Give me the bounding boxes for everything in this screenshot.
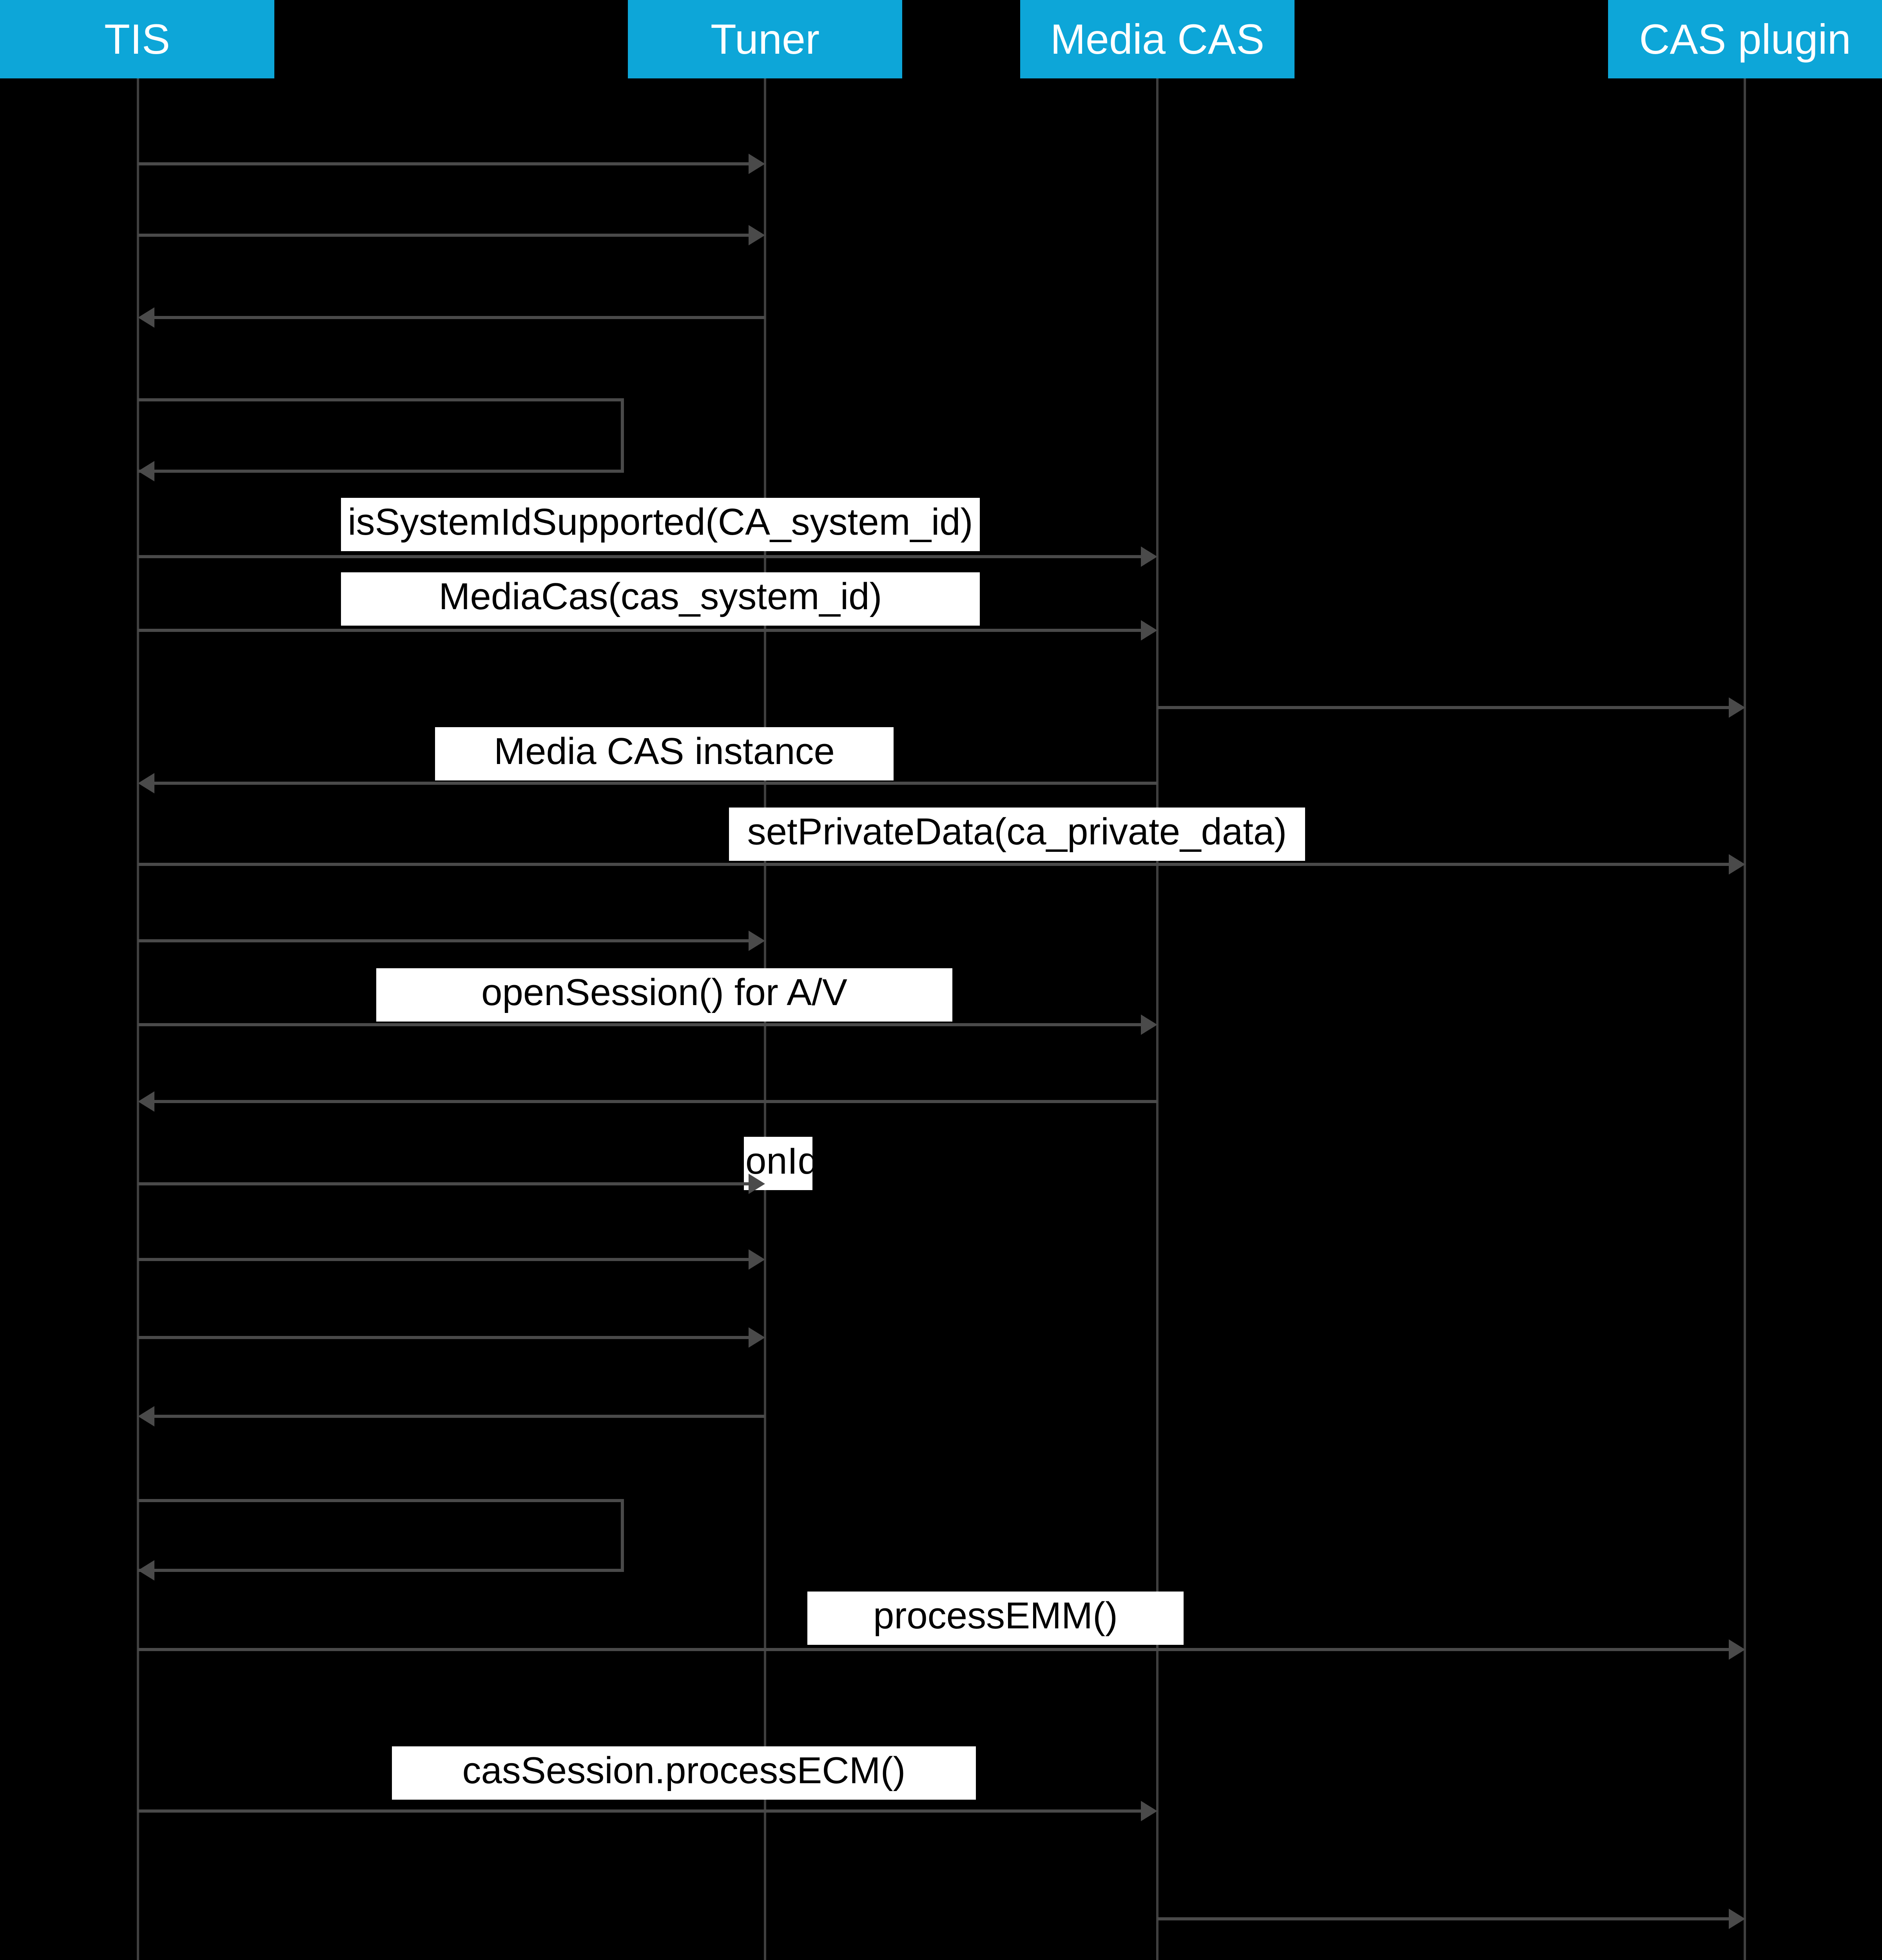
message-label-5: isSystemIdSupported(CA_system_id): [341, 498, 980, 551]
lifeline-media-cas: [1156, 78, 1159, 1960]
message-arrowhead-19: [1141, 1801, 1157, 1821]
message-arrowhead-14: [749, 1249, 765, 1270]
message-arrow-9: [138, 863, 1729, 866]
message-label-18: processEMM(): [807, 1592, 1184, 1645]
message-arrow-11: [138, 1023, 1141, 1026]
participant-header-tuner-label: Tuner: [710, 15, 820, 63]
message-arrow-20: [1157, 1917, 1729, 1920]
message-label-11: openSession() for A/V: [376, 968, 952, 1022]
message-label-8: Media CAS instance: [435, 727, 894, 780]
message-arrow-8: [154, 782, 1157, 785]
message-arrow-7: [1157, 706, 1729, 709]
message-arrow-13: [138, 1182, 749, 1185]
message-arrow-19: [138, 1809, 1141, 1813]
message-label-19: casSession.processECM(): [392, 1746, 976, 1800]
message-arrow-16: [154, 1415, 765, 1418]
message-arrowhead-6: [1141, 620, 1157, 641]
message-arrow-3: [154, 316, 765, 319]
message-arrow-18: [138, 1648, 1729, 1651]
message-arrowhead-3: [138, 307, 154, 328]
message-arrow-5: [138, 555, 1141, 558]
message-label-6: MediaCas(cas_system_id): [341, 572, 980, 626]
message-arrow-15: [138, 1336, 749, 1339]
message-arrowhead-11: [1141, 1014, 1157, 1035]
message-arrowhead-17: [138, 1560, 154, 1581]
participant-header-tuner[interactable]: Tuner: [628, 0, 902, 78]
message-arrowhead-12: [138, 1091, 154, 1112]
message-arrowhead-10: [749, 931, 765, 951]
message-arrowhead-4: [138, 461, 154, 481]
message-arrowhead-20: [1729, 1909, 1745, 1929]
message-selfloop-17: [138, 1499, 624, 1572]
message-label-13: onId: [744, 1137, 819, 1190]
message-arrowhead-7: [1729, 697, 1745, 718]
message-arrow-2: [138, 234, 749, 237]
message-selfloop-4: [138, 398, 624, 473]
participant-header-tis[interactable]: TIS: [0, 0, 274, 78]
participant-header-cas-plugin-label: CAS plugin: [1639, 15, 1851, 63]
message-label-9: setPrivateData(ca_private_data): [729, 808, 1305, 861]
message-arrowhead-1: [749, 154, 765, 174]
participant-header-media-cas-label: Media CAS: [1050, 15, 1265, 63]
participant-header-tis-label: TIS: [104, 15, 170, 63]
message-arrow-12: [154, 1100, 1157, 1103]
lifeline-cas-plugin: [1744, 78, 1746, 1960]
message-arrowhead-8: [138, 773, 154, 793]
message-arrowhead-15: [749, 1327, 765, 1348]
participant-header-media-cas[interactable]: Media CAS: [1020, 0, 1295, 78]
message-arrow-14: [138, 1258, 749, 1261]
message-arrowhead-18: [1729, 1639, 1745, 1660]
message-arrow-10: [138, 939, 749, 942]
message-arrow-6: [138, 629, 1141, 632]
message-arrow-1: [138, 162, 749, 165]
message-arrowhead-9: [1729, 854, 1745, 875]
message-arrowhead-2: [749, 225, 765, 245]
participant-header-cas-plugin[interactable]: CAS plugin: [1608, 0, 1882, 78]
message-arrowhead-13: [749, 1174, 765, 1194]
message-arrowhead-16: [138, 1406, 154, 1426]
lifeline-tis: [137, 78, 139, 1960]
message-arrowhead-5: [1141, 546, 1157, 567]
